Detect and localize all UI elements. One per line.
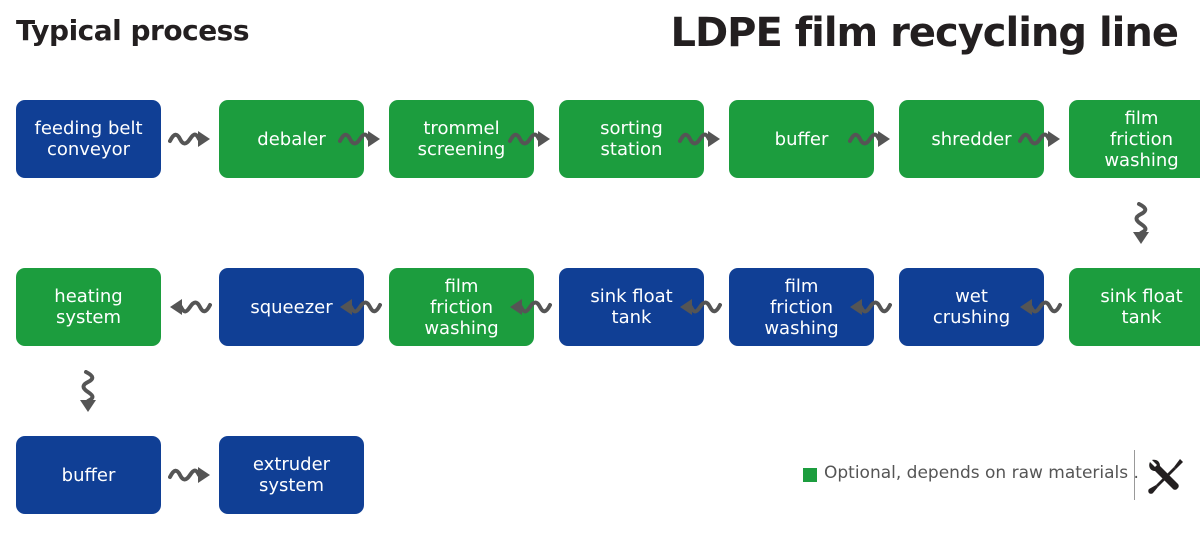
process-step: sink float tank [1069,268,1200,346]
flow-arrow-icon [678,296,722,318]
process-step-label: film friction washing [1104,107,1179,171]
flow-arrow-icon [338,296,382,318]
process-step: film friction washing [389,268,534,346]
flow-arrow-icon [338,128,382,150]
process-step-label: squeezer [250,296,333,318]
page-title: Typical process [16,14,250,47]
flow-arrow-icon [678,128,722,150]
flow-arrow-icon [1130,202,1152,246]
flow-arrow-icon [1018,296,1062,318]
flow-arrow-icon [168,296,212,318]
process-step-label: heating system [54,286,123,328]
diagram-title: LDPE film recycling line [670,10,1179,56]
process-step: wet crushing [899,268,1044,346]
process-step: buffer [16,436,161,514]
process-step: film friction washing [1069,100,1200,178]
flow-arrow-icon [508,128,552,150]
process-step: film friction washing [729,268,874,346]
process-step-label: buffer [61,464,116,486]
flow-arrow-icon [848,296,892,318]
process-step: feeding belt conveyor [16,100,161,178]
process-step-label: debaler [257,128,326,150]
process-step-label: trommel screening [417,118,506,160]
tools-icon [1146,456,1186,501]
flow-arrow-icon [848,128,892,150]
legend-swatch-optional [803,468,817,482]
process-step-label: shredder [931,128,1012,150]
process-step: debaler [219,100,364,178]
process-step-label: wet crushing [932,286,1011,328]
process-step: sink float tank [559,268,704,346]
flow-arrow-icon [168,128,212,150]
process-step: extruder system [219,436,364,514]
process-step-label: feeding belt conveyor [34,118,143,160]
flow-arrow-icon [168,464,212,486]
process-step-label: film friction washing [764,275,839,339]
flow-arrow-icon [508,296,552,318]
process-step-label: sink float tank [590,286,673,328]
process-step-label: sorting station [600,118,663,160]
process-step-label: extruder system [252,454,331,496]
flow-arrow-icon [77,370,99,414]
process-step-label: buffer [774,128,829,150]
legend-text: Optional, depends on raw materials . [824,463,1139,483]
process-step: trommel screening [389,100,534,178]
process-step-label: sink float tank [1100,286,1183,328]
process-step: squeezer [219,268,364,346]
legend-divider [1134,450,1135,500]
process-step-label: film friction washing [424,275,499,339]
flow-arrow-icon [1018,128,1062,150]
process-step: heating system [16,268,161,346]
process-step: buffer [729,100,874,178]
